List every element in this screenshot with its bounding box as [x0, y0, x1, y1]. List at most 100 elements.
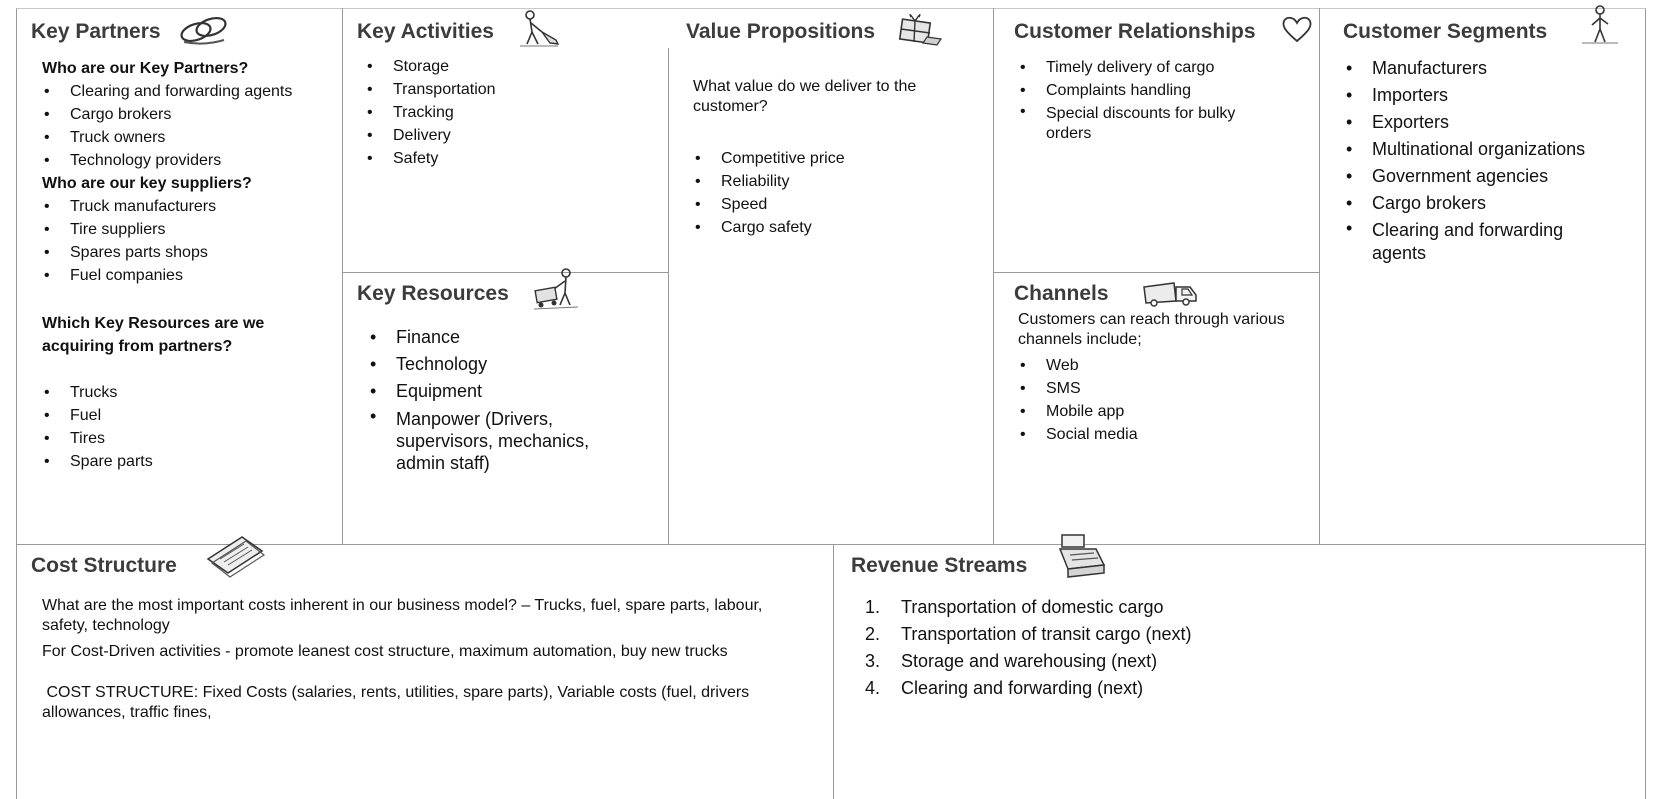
list-item: Cargo safety	[693, 216, 961, 239]
papers-stack-icon	[204, 533, 268, 579]
chain-link-icon	[178, 12, 230, 46]
list-item: Manpower (Drivers, supervisors, mechanic…	[368, 405, 608, 474]
list-item: Truck manufacturers	[42, 195, 337, 218]
suppliers-question: Who are our key suppliers?	[42, 175, 252, 192]
list-text: Transportation of transit cargo (next)	[901, 624, 1192, 644]
worker-with-cart-icon	[532, 267, 582, 315]
divider	[993, 272, 1319, 273]
resources-list: Finance Technology Equipment Manpower (D…	[368, 324, 658, 474]
list-item: Clearing and forwarding agents	[1344, 217, 1602, 265]
list-item: Clearing and forwarding agents	[42, 80, 337, 103]
divider	[16, 544, 1646, 545]
list-item: Multinational organizations	[1344, 136, 1644, 163]
key-partners-title: Key Partners	[31, 20, 161, 43]
value-propositions-title: Value Propositions	[686, 20, 876, 43]
list-item: Storage	[365, 55, 655, 78]
list-item: Reliability	[693, 170, 961, 193]
list-item: Cargo brokers	[42, 103, 337, 126]
list-number: 4.	[865, 678, 881, 698]
list-item: Technology providers	[42, 149, 337, 172]
customer-relationships-title: Customer Relationships	[1014, 20, 1256, 43]
key-partners-content: Who are our Key Partners? Clearing and f…	[42, 57, 337, 473]
list-item: 1. Transportation of domestic cargo	[865, 594, 1465, 621]
list-text: Transportation of domestic cargo	[901, 597, 1164, 617]
list-item: Speed	[693, 193, 961, 216]
divider	[342, 272, 668, 273]
list-item: Technology	[368, 351, 658, 378]
list-item: Exporters	[1344, 109, 1644, 136]
list-item: 2. Transportation of transit cargo (next)	[865, 621, 1465, 648]
list-item: Delivery	[365, 124, 655, 147]
key-activities-title: Key Activities	[357, 20, 494, 43]
list-item: 3. Storage and warehousing (next)	[865, 648, 1465, 675]
customer-segments-content: Manufacturers Importers Exporters Multin…	[1344, 55, 1644, 265]
partners-list: Clearing and forwarding agents Cargo bro…	[42, 80, 337, 172]
list-item: Manufacturers	[1344, 55, 1644, 82]
list-item: Spares parts shops	[42, 241, 337, 264]
list-item: Safety	[365, 147, 655, 170]
cost-question: What are the most important costs inhere…	[42, 597, 763, 634]
key-activities-content: Storage Transportation Tracking Delivery…	[365, 55, 655, 170]
gift-box-icon	[893, 9, 945, 47]
list-item: Special discounts for bulky orders	[1018, 102, 1266, 144]
revenue-streams-content: 1. Transportation of domestic cargo 2. Tra…	[865, 594, 1465, 702]
list-item: Government agencies	[1344, 163, 1644, 190]
channels-content: Customers can reach through various chan…	[1018, 310, 1314, 446]
list-number: 1.	[865, 597, 881, 617]
cost-structure-content: What are the most important costs inhere…	[42, 596, 812, 723]
customer-segments-title: Customer Segments	[1343, 20, 1548, 43]
list-item: Fuel companies	[42, 264, 337, 287]
list-item: Finance	[368, 324, 658, 351]
list-item: Trucks	[42, 381, 337, 404]
list-number: 2.	[865, 624, 881, 644]
revenue-list: 1. Transportation of domestic cargo 2. Tra…	[865, 594, 1465, 702]
cost-structure-title: Cost Structure	[31, 554, 177, 577]
channels-intro: Customers can reach through various chan…	[1018, 311, 1285, 348]
list-item: Competitive price	[693, 147, 961, 170]
list-item: Transportation	[365, 78, 655, 101]
customer-relationships-content: Timely delivery of cargo Complaints hand…	[1018, 56, 1308, 144]
list-item: Mobile app	[1018, 400, 1314, 423]
value-propositions-content: What value do we deliver to the customer…	[693, 77, 961, 239]
value-question: What value do we deliver to the customer…	[693, 78, 917, 115]
delivery-truck-icon	[1140, 279, 1200, 307]
resources-question: Which Key Resources are we acquiring fro…	[42, 315, 265, 355]
channels-list: Web SMS Mobile app Social media	[1018, 354, 1314, 446]
list-item: Timely delivery of cargo	[1018, 56, 1308, 79]
list-text: Storage and warehousing (next)	[901, 651, 1158, 671]
list-item: Equipment	[368, 378, 658, 405]
divider	[993, 8, 994, 545]
cost-breakdown: COST STRUCTURE: Fixed Costs (salaries, r…	[42, 684, 754, 721]
divider	[833, 545, 834, 799]
relationships-list: Timely delivery of cargo Complaints hand…	[1018, 56, 1308, 144]
activities-list: Storage Transportation Tracking Delivery…	[365, 55, 655, 170]
divider	[668, 48, 669, 545]
value-list: Competitive price Reliability Speed Carg…	[693, 147, 961, 239]
list-item: Spare parts	[42, 450, 337, 473]
cost-driven-note: For Cost-Driven activities - promote lea…	[42, 643, 728, 660]
list-text: Clearing and forwarding (next)	[901, 678, 1144, 698]
revenue-streams-title: Revenue Streams	[851, 554, 1028, 577]
list-item: 4. Clearing and forwarding (next)	[865, 675, 1465, 702]
list-item: Social media	[1018, 423, 1314, 446]
list-item: Fuel	[42, 404, 337, 427]
divider	[342, 8, 343, 545]
list-item: Tracking	[365, 101, 655, 124]
list-item: Complaints handling	[1018, 79, 1308, 102]
list-number: 3.	[865, 651, 881, 671]
divider	[1319, 8, 1320, 545]
partners-question: Who are our Key Partners?	[42, 60, 249, 77]
suppliers-list: Truck manufacturers Tire suppliers Spare…	[42, 195, 337, 287]
list-item: Web	[1018, 354, 1314, 377]
list-item: Tire suppliers	[42, 218, 337, 241]
canvas-frame	[16, 8, 1646, 799]
acquired-resources-list: Trucks Fuel Tires Spare parts	[42, 381, 337, 473]
key-resources-content: Finance Technology Equipment Manpower (D…	[368, 324, 658, 474]
cash-register-icon	[1056, 531, 1112, 581]
list-item: SMS	[1018, 377, 1314, 400]
standing-person-icon	[1580, 5, 1620, 45]
key-resources-title: Key Resources	[357, 282, 509, 305]
heart-icon	[1280, 15, 1314, 43]
list-item: Truck owners	[42, 126, 337, 149]
list-item: Tires	[42, 427, 337, 450]
